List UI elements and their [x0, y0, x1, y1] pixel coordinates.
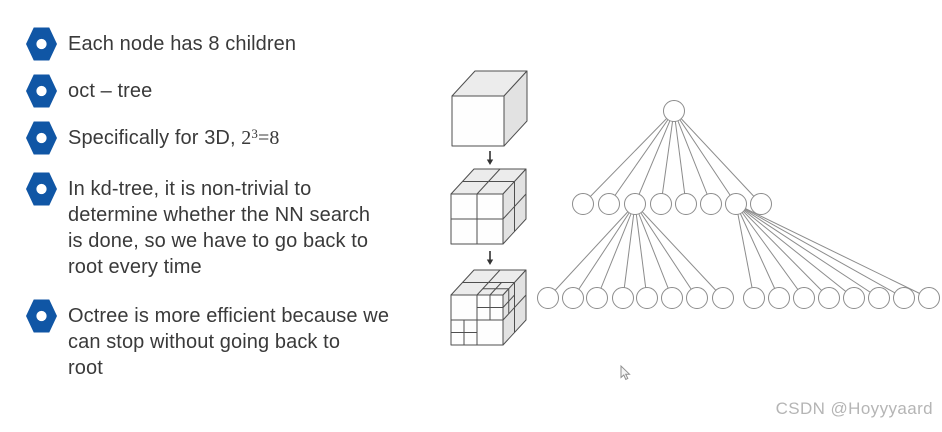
hexagon-bullet-icon [26, 27, 57, 61]
cube-level-0 [451, 70, 528, 147]
hexagon-bullet-icon [26, 172, 57, 206]
tree-node [793, 287, 815, 309]
cube-level-1 [450, 168, 527, 245]
arrow-down-icon [486, 251, 494, 265]
tree-node [650, 193, 672, 215]
tree-node [725, 193, 747, 215]
bullet-line: Octree is more efficient because we [68, 305, 390, 327]
tree-node [768, 287, 790, 309]
bullet-text: oct – tree [68, 78, 152, 104]
tree-node [663, 100, 685, 122]
bullet-line: oct – tree [68, 80, 153, 102]
bullet-line: root every time [68, 256, 202, 278]
tree-node [598, 193, 620, 215]
tree-node [624, 193, 646, 215]
math-superscript: 3 [251, 126, 258, 141]
hexagon-bullet-icon [26, 121, 57, 155]
math-suffix: =8 [258, 127, 280, 149]
tree-node [918, 287, 940, 309]
tree-node [661, 287, 683, 309]
bullet-text: Specifically for 3D, 23=8 [68, 125, 279, 151]
cube-level-2 [450, 269, 527, 346]
bullet-line: root [68, 357, 103, 379]
bullet-text: Octree is more efficient because we can … [68, 303, 389, 381]
tree-node [675, 193, 697, 215]
bullet-line: determine whether the NN search [68, 204, 371, 226]
tree-node [537, 287, 559, 309]
bullet-line: Each node has 8 children [68, 33, 297, 55]
bullet-line-prefix: Specifically for 3D, [68, 127, 242, 149]
tree-node [612, 287, 634, 309]
tree-node [562, 287, 584, 309]
hexagon-bullet-icon [26, 74, 57, 108]
bullet-line: is done, so we have to go back to [68, 230, 369, 252]
math-expression: 23=8 [241, 127, 279, 149]
arrow-down-icon [486, 151, 494, 165]
tree-node [868, 287, 890, 309]
mouse-cursor-icon [620, 364, 631, 381]
bullet-text: Each node has 8 children [68, 31, 296, 57]
tree-node [743, 287, 765, 309]
bullet-line: Specifically for 3D, 23=8 [68, 125, 279, 151]
octree-tree-diagram [537, 100, 940, 309]
tree-node [700, 193, 722, 215]
math-base: 2 [241, 127, 252, 149]
tree-node [750, 193, 772, 215]
bullet-text: In kd-tree, it is non-trivial to determi… [68, 176, 370, 280]
hexagon-bullet-icon [26, 299, 57, 333]
bullet-line: can stop without going back to [68, 331, 341, 353]
tree-node [843, 287, 865, 309]
tree-node [712, 287, 734, 309]
tree-node [572, 193, 594, 215]
watermark: CSDN @Hoyyyaard [775, 399, 933, 418]
tree-node [893, 287, 915, 309]
tree-node [818, 287, 840, 309]
tree-node [636, 287, 658, 309]
tree-node [686, 287, 708, 309]
tree-node [586, 287, 608, 309]
bullet-line: In kd-tree, it is non-trivial to [68, 178, 312, 200]
